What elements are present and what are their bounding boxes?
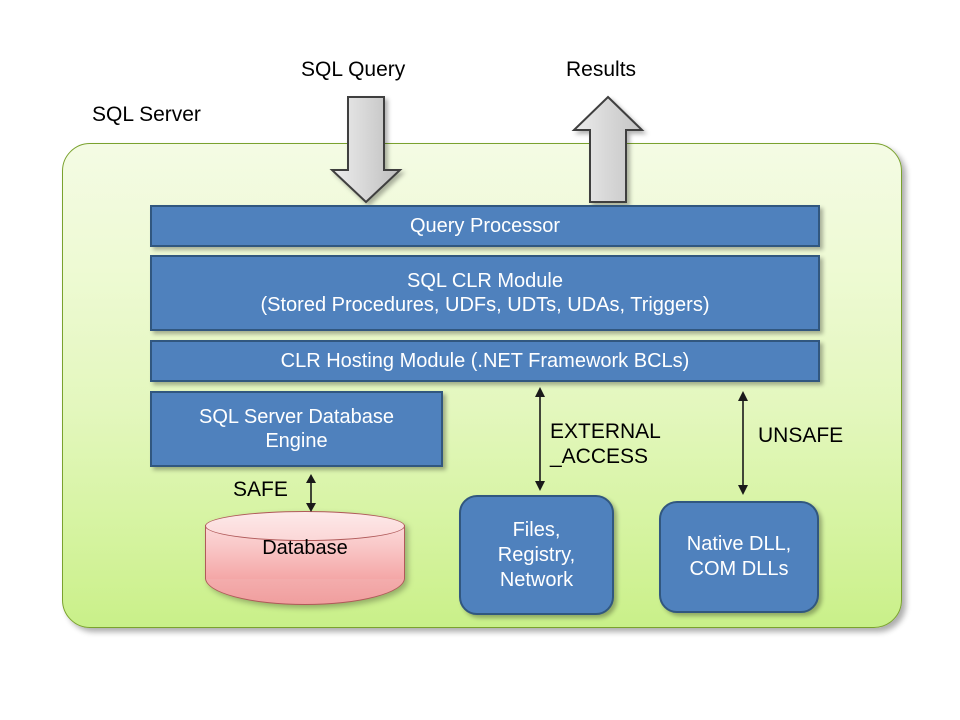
database-cylinder[interactable]: Database [205, 511, 405, 605]
module-db-engine-line1: SQL Server Database [199, 405, 394, 428]
module-sql-clr[interactable]: SQL CLR Module (Stored Procedures, UDFs,… [150, 255, 820, 331]
database-label: Database [262, 537, 348, 559]
module-sql-clr-line2: (Stored Procedures, UDFs, UDTs, UDAs, Tr… [260, 294, 710, 316]
module-db-engine[interactable]: SQL Server Database Engine [150, 391, 443, 467]
resource-files-registry-network[interactable]: Files, Registry, Network [459, 495, 614, 615]
external-access-double-arrow [535, 387, 545, 491]
safe-double-arrow [306, 474, 316, 512]
module-db-engine-line2: Engine [265, 430, 328, 452]
resource-files-line3: Network [499, 568, 574, 591]
resource-files-line2: Registry, [497, 543, 576, 566]
sql-query-arrow-down [329, 96, 403, 204]
results-label: Results [566, 58, 637, 81]
resource-files-line1: Files, [512, 518, 561, 541]
module-query-processor[interactable]: Query Processor [150, 205, 820, 247]
cylinder-top-ellipse [205, 511, 405, 541]
resource-dll-line2: COM DLLs [689, 558, 789, 580]
module-query-processor-label: Query Processor [409, 214, 561, 237]
permission-tag-external-access: EXTERNAL _ACCESS [550, 420, 661, 468]
module-sql-clr-line1: SQL CLR Module [407, 269, 563, 292]
resource-dll-line1: Native DLL, [686, 533, 792, 555]
permission-tag-safe: SAFE [233, 478, 288, 501]
permission-tag-unsafe: UNSAFE [758, 424, 844, 447]
resource-native-com-dlls[interactable]: Native DLL, COM DLLs [659, 501, 819, 613]
sql-server-label: SQL Server [92, 103, 201, 126]
module-clr-hosting[interactable]: CLR Hosting Module (.NET Framework BCLs) [150, 340, 820, 382]
sql-query-label: SQL Query [301, 58, 406, 81]
module-clr-hosting-label: CLR Hosting Module (.NET Framework BCLs) [280, 349, 690, 372]
results-arrow-up [571, 95, 645, 203]
unsafe-double-arrow [738, 391, 748, 495]
